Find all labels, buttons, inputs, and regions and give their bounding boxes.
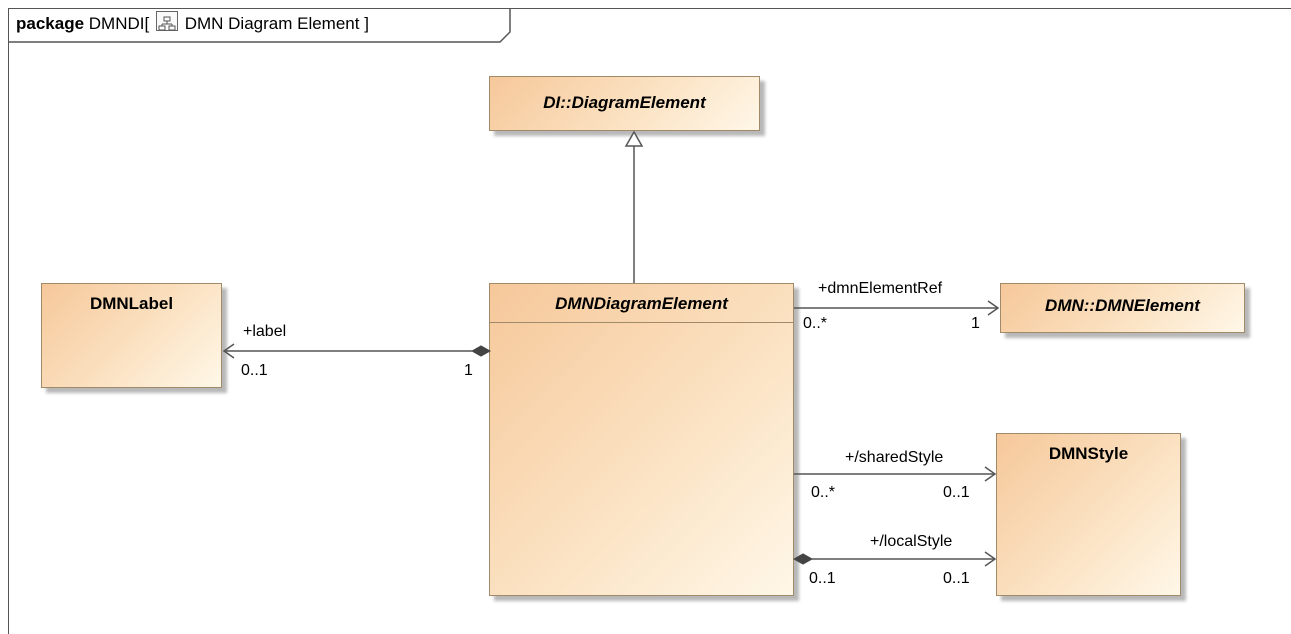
class-name: DMNDiagramElement — [555, 294, 728, 313]
class-dmn-style[interactable]: DMNStyle — [996, 433, 1181, 596]
diagram-title: DMN Diagram Element — [184, 14, 360, 33]
association-dmn-element-ref-edge[interactable] — [794, 300, 1000, 316]
class-name: DMN::DMNElement — [1045, 296, 1200, 315]
open-bracket: [ — [144, 14, 150, 33]
association-label-edge[interactable] — [222, 343, 492, 359]
class-name: DMNStyle — [1048, 444, 1129, 463]
multiplicity-dmn-element-ref-target: 1 — [971, 315, 980, 332]
association-shared-style-edge[interactable] — [794, 466, 997, 482]
class-name: DMNLabel — [89, 294, 174, 313]
package-frame — [8, 8, 1291, 634]
class-diagram-icon — [155, 11, 178, 31]
role-dmn-element-ref: +dmnElementRef — [818, 280, 943, 297]
compartment-divider — [490, 322, 793, 323]
role-shared-style: +/sharedStyle — [845, 449, 944, 466]
close-bracket: ] — [364, 14, 369, 33]
role-local-style: +/localStyle — [870, 533, 953, 550]
multiplicity-label-source: 1 — [464, 362, 473, 379]
package-keyword: package — [16, 14, 85, 33]
class-name: DI::DiagramElement — [543, 93, 706, 112]
class-dmn-label[interactable]: DMNLabel — [41, 283, 222, 388]
multiplicity-local-style-target: 0..1 — [943, 570, 970, 587]
package-header: package DMNDI[ DMN Diagram Element ] — [8, 8, 508, 42]
association-local-style-edge[interactable] — [792, 551, 997, 567]
package-name: DMNDI — [88, 14, 145, 33]
multiplicity-label-target: 0..1 — [241, 362, 268, 379]
class-dmn-dmn-element[interactable]: DMN::DMNElement — [1000, 283, 1245, 333]
class-dmn-diagram-element[interactable]: DMNDiagramElement — [489, 283, 794, 596]
multiplicity-local-style-source: 0..1 — [809, 570, 836, 587]
multiplicity-dmn-element-ref-source: 0..* — [803, 315, 828, 332]
multiplicity-shared-style-target: 0..1 — [943, 484, 970, 501]
generalization-edge[interactable] — [624, 130, 644, 283]
multiplicity-shared-style-source: 0..* — [811, 484, 836, 501]
class-di-diagram-element[interactable]: DI::DiagramElement — [489, 76, 760, 131]
role-label: +label — [243, 323, 287, 340]
